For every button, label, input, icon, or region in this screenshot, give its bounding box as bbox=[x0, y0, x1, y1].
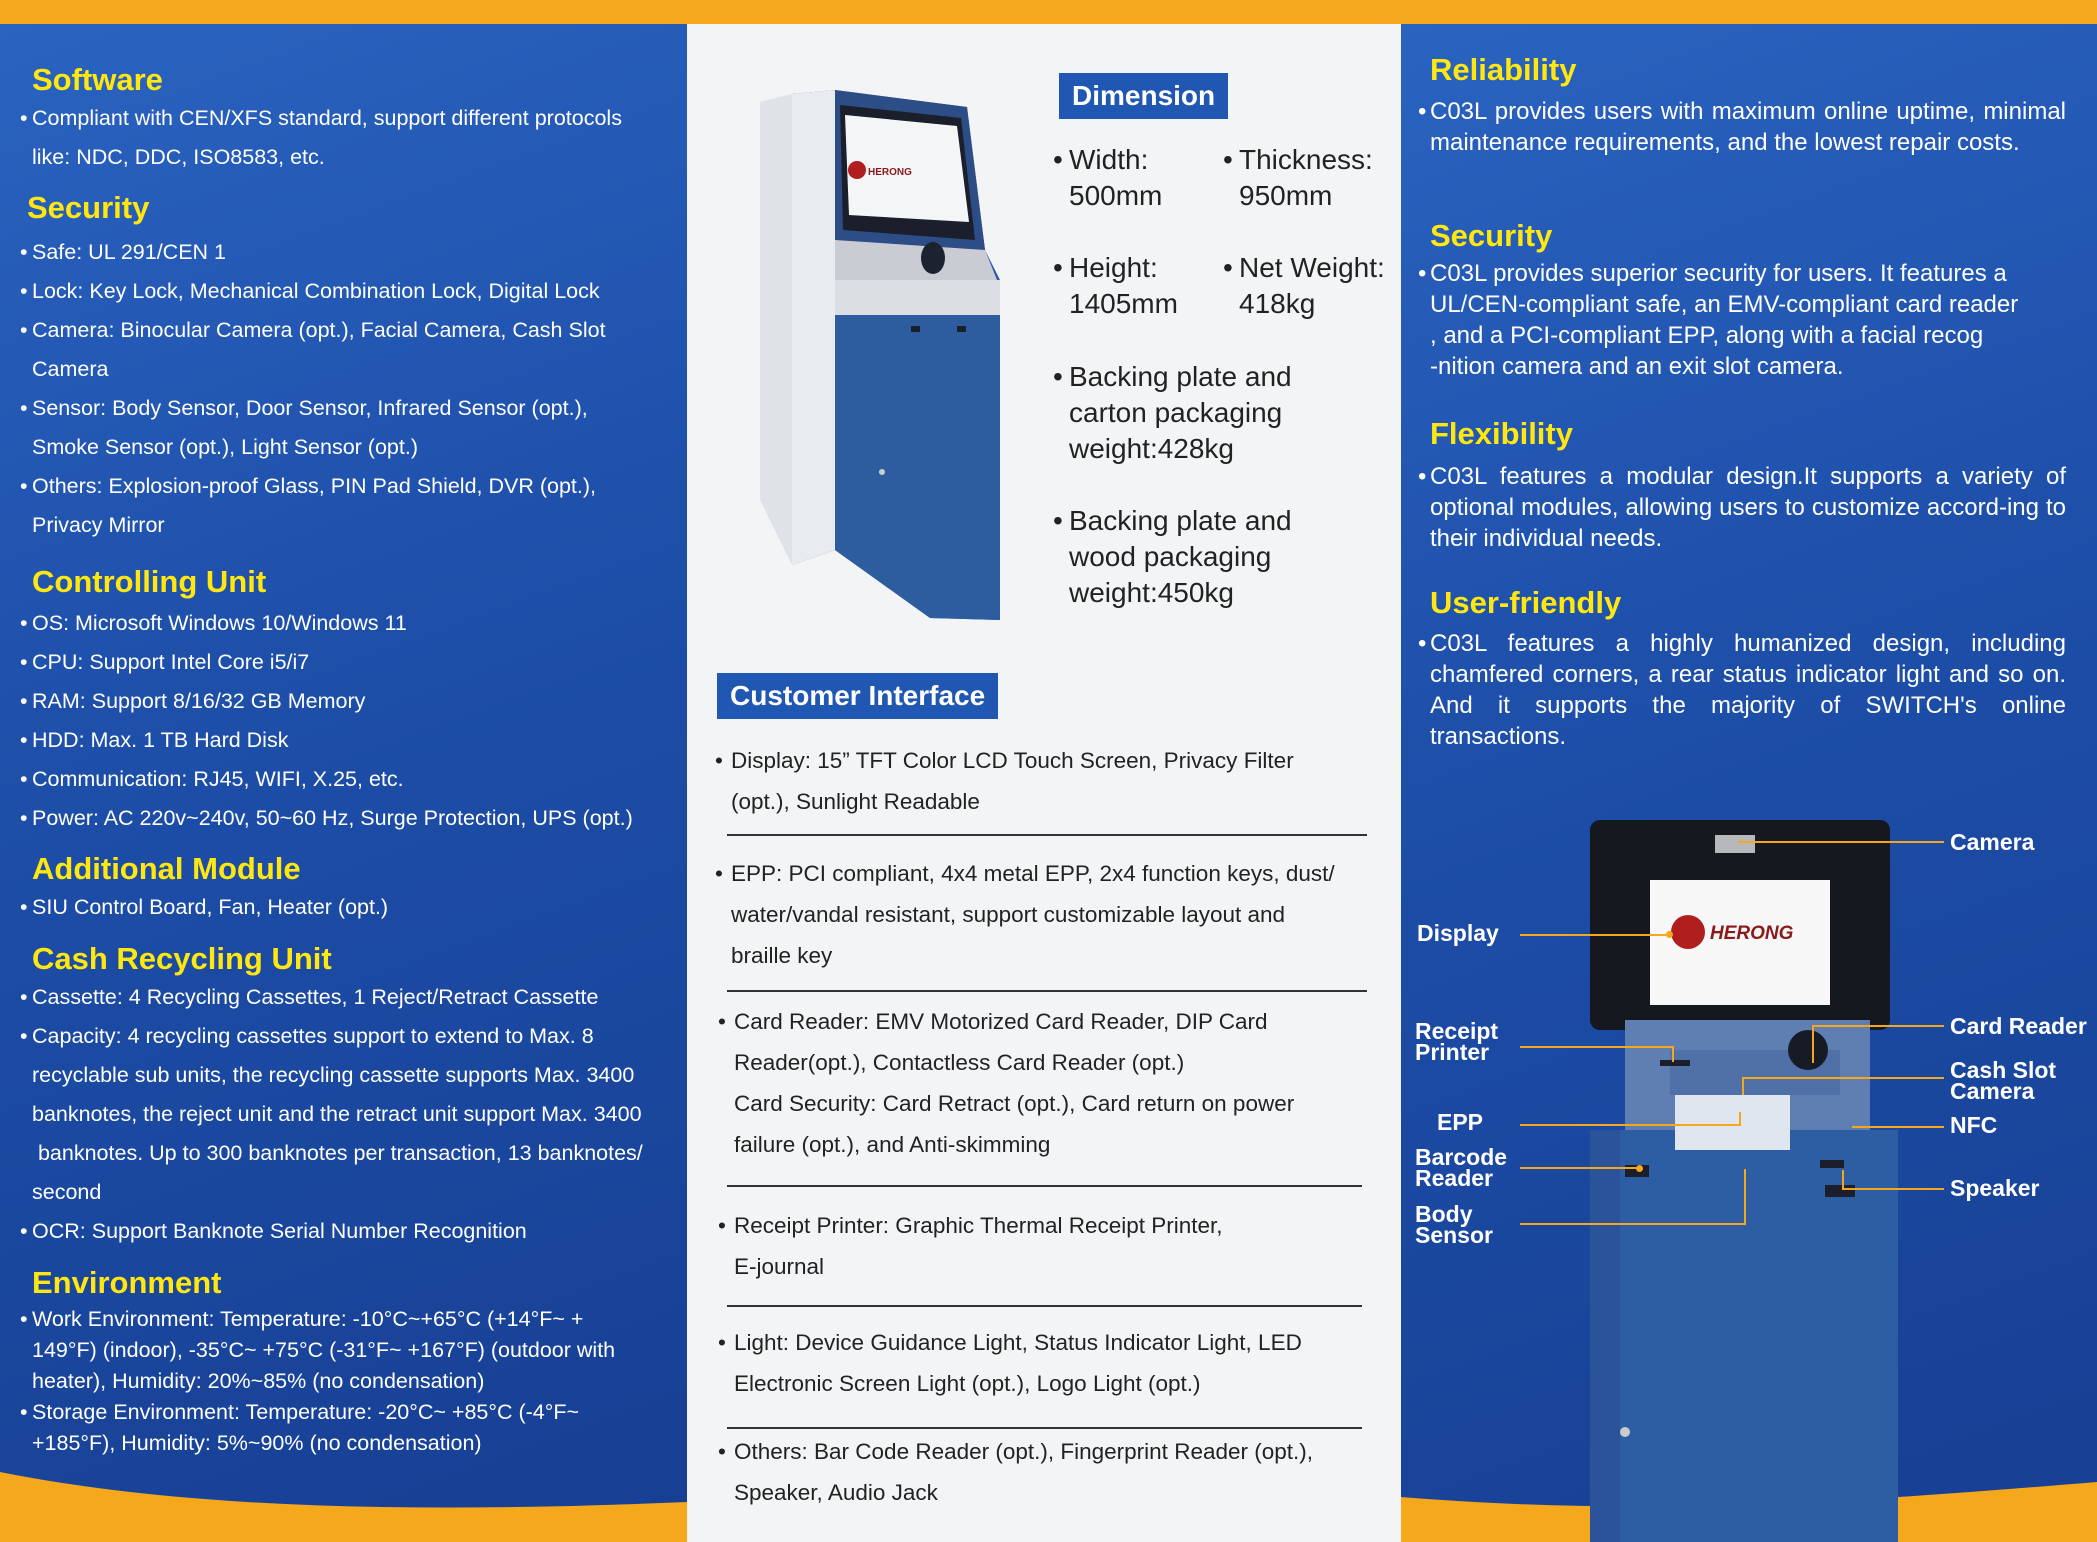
leader-line bbox=[1812, 1025, 1944, 1027]
display-spec: •Display: 15” TFT Color LCD Touch Screen… bbox=[715, 748, 1294, 814]
callout-nfc: NFC bbox=[1950, 1112, 1998, 1138]
net-weight-spec: •Net Weight:418kg bbox=[1223, 252, 1385, 319]
security-title: Security bbox=[27, 190, 150, 225]
atm-logo-text: HERONG bbox=[868, 167, 912, 178]
cash-item: recyclable sub units, the recycling cass… bbox=[32, 1063, 635, 1087]
receipt-printer-spec: •Receipt Printer: Graphic Thermal Receip… bbox=[718, 1213, 1223, 1279]
divider bbox=[727, 1185, 1362, 1187]
security-item: Privacy Mirror bbox=[32, 513, 165, 537]
environment-title: Environment bbox=[32, 1265, 222, 1300]
security-item: •Camera: Binocular Camera (opt.), Facial… bbox=[20, 318, 606, 342]
controlling-item: •CPU: Support Intel Core i5/i7 bbox=[20, 650, 310, 674]
atm-front-view-image: HERONG bbox=[1590, 820, 1898, 1542]
controlling-item: •OS: Microsoft Windows 10/Windows 11 bbox=[20, 611, 407, 635]
callout-card-reader: Card Reader bbox=[1950, 1013, 2087, 1039]
reliability-title: Reliability bbox=[1430, 52, 1577, 87]
controlling-item: •HDD: Max. 1 TB Hard Disk bbox=[20, 728, 289, 752]
callout-epp: EPP bbox=[1437, 1109, 1484, 1135]
environment-item: •Storage Environment: Temperature: -20°C… bbox=[20, 1400, 580, 1424]
user-friendly-text: •C03L features a highly humanized design… bbox=[1418, 630, 2066, 750]
environment-item: •Work Environment: Temperature: -10°C~+6… bbox=[20, 1307, 584, 1331]
controlling-item: •Communication: RJ45, WIFI, X.25, etc. bbox=[20, 767, 404, 791]
reliability-text: •C03L provides users with maximum online… bbox=[1418, 98, 2066, 156]
leader-line bbox=[1520, 1124, 1740, 1126]
others-spec: •Others: Bar Code Reader (opt.), Fingerp… bbox=[718, 1439, 1314, 1505]
divider bbox=[727, 834, 1367, 836]
flexibility-title: Flexibility bbox=[1430, 416, 1573, 451]
leader-line bbox=[1742, 1077, 1944, 1079]
cash-item: •Cassette: 4 Recycling Cassettes, 1 Reje… bbox=[20, 985, 599, 1009]
additional-item: •SIU Control Board, Fan, Heater (opt.) bbox=[20, 895, 389, 919]
callout-display: Display bbox=[1417, 920, 1499, 946]
divider bbox=[727, 1305, 1362, 1307]
leader-line bbox=[1520, 1223, 1746, 1225]
thickness-spec: •Thickness:950mm bbox=[1223, 144, 1373, 211]
security-item: •Sensor: Body Sensor, Door Sensor, Infra… bbox=[20, 396, 588, 420]
flexibility-text: •C03L features a modular design.It suppo… bbox=[1418, 463, 2066, 552]
security-item: •Others: Explosion-proof Glass, PIN Pad … bbox=[20, 474, 597, 498]
customer-interface-tag: Customer Interface bbox=[717, 673, 999, 719]
leader-line bbox=[1520, 1167, 1640, 1169]
security-item: •Lock: Key Lock, Mechanical Combination … bbox=[20, 279, 600, 303]
top-accent-bar bbox=[0, 0, 2097, 24]
orange-wave-decoration bbox=[0, 1472, 687, 1542]
cash-item: •OCR: Support Banknote Serial Number Rec… bbox=[20, 1219, 527, 1243]
callout-camera: Camera bbox=[1950, 829, 2035, 855]
callout-speaker: Speaker bbox=[1950, 1175, 2040, 1201]
additional-module-title: Additional Module bbox=[32, 851, 301, 886]
controlling-unit-title: Controlling Unit bbox=[32, 564, 267, 599]
height-spec: •Height:1405mm bbox=[1053, 252, 1178, 319]
atm-side-view-image: HERONG bbox=[760, 90, 1000, 620]
security-feature-text: •C03L provides superior security for use… bbox=[1418, 260, 2019, 380]
environment-item: +185°F), Humidity: 5%~90% (no condensati… bbox=[32, 1431, 482, 1455]
divider bbox=[727, 990, 1367, 992]
software-item: •Compliant with CEN/XFS standard, suppor… bbox=[20, 106, 622, 130]
cash-item: •Capacity: 4 recycling cassettes support… bbox=[20, 1024, 594, 1048]
cash-item: second bbox=[32, 1180, 102, 1204]
environment-item: 149°F) (indoor), -35°C~ +75°C (-31°F~ +1… bbox=[32, 1338, 616, 1362]
environment-item: heater), Humidity: 20%~85% (no condensat… bbox=[32, 1369, 485, 1393]
epp-spec: •EPP: PCI compliant, 4x4 metal EPP, 2x4 … bbox=[715, 861, 1335, 968]
dimension-tag: Dimension bbox=[1059, 73, 1229, 119]
user-friendly-title: User-friendly bbox=[1430, 585, 1622, 620]
controlling-item: •Power: AC 220v~240v, 50~60 Hz, Surge Pr… bbox=[20, 806, 633, 830]
security-item: •Safe: UL 291/CEN 1 bbox=[20, 240, 227, 264]
controlling-item: •RAM: Support 8/16/32 GB Memory bbox=[20, 689, 366, 713]
security-item: Smoke Sensor (opt.), Light Sensor (opt.) bbox=[32, 435, 418, 459]
leader-line bbox=[1520, 934, 1670, 936]
cash-recycling-title: Cash Recycling Unit bbox=[32, 941, 332, 976]
cash-item: banknotes, the reject unit and the retra… bbox=[32, 1102, 642, 1126]
leader-line bbox=[1842, 1188, 1944, 1190]
software-item: like: NDC, DDC, ISO8583, etc. bbox=[32, 145, 325, 169]
divider bbox=[727, 1427, 1362, 1429]
specs-column bbox=[0, 24, 687, 1542]
security-feature-title: Security bbox=[1430, 218, 1553, 253]
light-spec: •Light: Device Guidance Light, Status In… bbox=[718, 1330, 1302, 1396]
leader-line bbox=[1852, 1126, 1944, 1128]
leader-line bbox=[1738, 841, 1944, 843]
security-item: Camera bbox=[32, 357, 109, 381]
leader-line bbox=[1520, 1046, 1673, 1048]
software-title: Software bbox=[32, 62, 163, 97]
cash-item: banknotes. Up to 300 banknotes per trans… bbox=[32, 1141, 643, 1165]
width-spec: •Width:500mm bbox=[1053, 144, 1163, 211]
atm-front-logo-text: HERONG bbox=[1710, 923, 1794, 944]
card-reader-spec: •Card Reader: EMV Motorized Card Reader,… bbox=[718, 1009, 1295, 1157]
